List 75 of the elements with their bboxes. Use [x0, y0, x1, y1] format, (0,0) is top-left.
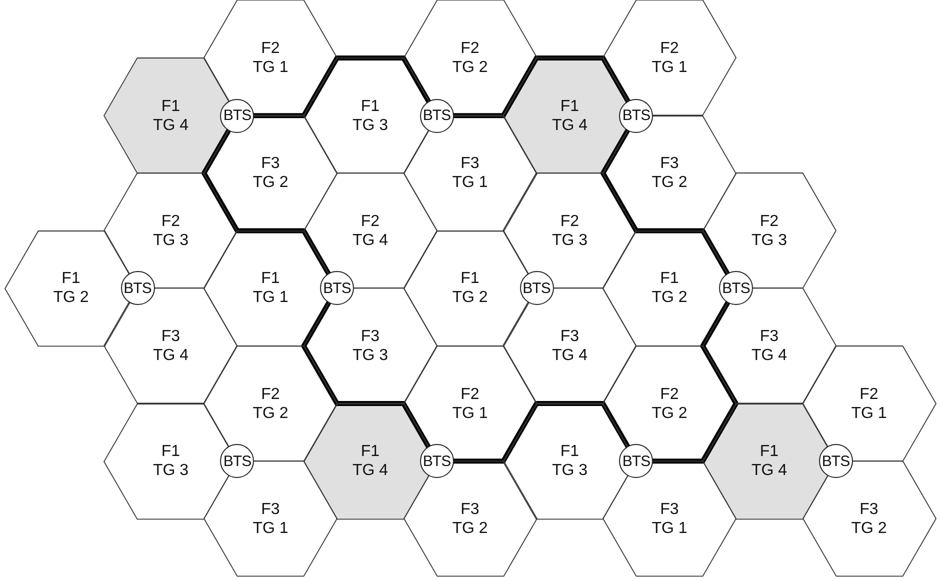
- base-station-circle: BTS: [320, 271, 354, 306]
- group-label: TG 2: [452, 518, 488, 538]
- base-station-circle: BTS: [619, 98, 654, 133]
- frequency-label: F3: [161, 326, 180, 346]
- frequency-label: F1: [660, 269, 679, 288]
- group-label: TG 1: [252, 288, 288, 308]
- frequency-label: F3: [660, 500, 679, 519]
- group-label: TG 4: [152, 116, 189, 135]
- frequency-label: F3: [760, 326, 779, 346]
- frequency-label: F1: [161, 96, 180, 116]
- group-label: TG 4: [751, 461, 788, 480]
- group-label: TG 2: [452, 58, 488, 77]
- group-label: TG 3: [552, 230, 588, 250]
- group-label: TG 2: [452, 288, 488, 308]
- frequency-label: F2: [161, 212, 180, 231]
- frequency-label: F3: [560, 326, 580, 346]
- group-label: TG 2: [252, 173, 288, 192]
- group-label: TG 2: [851, 518, 887, 538]
- base-station-circle: BTS: [619, 444, 654, 478]
- frequency-label: F2: [261, 38, 280, 58]
- base-station-circle: BTS: [520, 271, 554, 306]
- group-label: TG 3: [152, 461, 189, 480]
- frequency-label: F3: [460, 500, 480, 519]
- group-label: TG 2: [252, 404, 288, 423]
- group-label: TG 1: [252, 58, 288, 77]
- frequency-label: F2: [860, 384, 878, 404]
- frequency-label: F1: [560, 96, 580, 116]
- group-label: TG 4: [352, 230, 388, 250]
- frequency-label: F3: [261, 500, 280, 519]
- group-label: TG 3: [352, 116, 388, 135]
- group-label: TG 1: [652, 58, 688, 77]
- frequency-label: F2: [560, 212, 580, 231]
- group-label: TG 1: [652, 518, 688, 538]
- frequency-label: F2: [660, 384, 679, 404]
- group-label: TG 1: [452, 173, 488, 192]
- base-station-circle: BTS: [220, 444, 254, 478]
- group-label: TG 2: [652, 404, 688, 423]
- group-label: TG 4: [352, 461, 388, 480]
- frequency-label: F1: [360, 442, 380, 462]
- group-label: TG 2: [652, 173, 688, 192]
- frequency-label: F2: [460, 384, 480, 404]
- group-label: TG 1: [851, 404, 887, 423]
- base-station-circle: BTS: [120, 271, 154, 306]
- group-label: TG 4: [751, 346, 788, 365]
- frequency-label: F2: [261, 384, 280, 404]
- frequency-label: F3: [460, 154, 480, 174]
- frequency-label: F3: [860, 500, 878, 519]
- group-label: TG 3: [152, 230, 189, 250]
- frequency-label: F1: [560, 442, 580, 462]
- group-label: TG 4: [152, 346, 189, 365]
- frequency-label: F1: [760, 442, 779, 462]
- frequency-label: F3: [261, 154, 280, 174]
- frequency-label: F1: [460, 269, 480, 288]
- group-label: TG 1: [452, 404, 488, 423]
- frequency-label: F2: [460, 38, 480, 58]
- group-label: TG 3: [751, 230, 788, 250]
- frequency-label: F3: [660, 154, 679, 174]
- frequency-label: F3: [360, 326, 380, 346]
- group-label: TG 3: [352, 346, 388, 365]
- group-label: TG 2: [53, 288, 89, 308]
- frequency-label: F1: [161, 442, 180, 462]
- frequency-label: F1: [261, 269, 280, 288]
- group-label: TG 2: [652, 288, 688, 308]
- group-label: TG 4: [552, 346, 588, 365]
- base-station-circle: BTS: [420, 98, 454, 133]
- frequency-label: F2: [360, 212, 380, 231]
- base-station-circle: BTS: [220, 98, 254, 133]
- frequency-label: F2: [760, 212, 779, 231]
- group-label: TG 1: [252, 518, 288, 538]
- base-station-circle: BTS: [719, 271, 753, 306]
- frequency-label: F1: [62, 269, 80, 288]
- frequency-label: F1: [360, 96, 380, 116]
- frequency-label: F2: [660, 38, 679, 58]
- group-label: TG 4: [552, 116, 588, 135]
- group-label: TG 3: [552, 461, 588, 480]
